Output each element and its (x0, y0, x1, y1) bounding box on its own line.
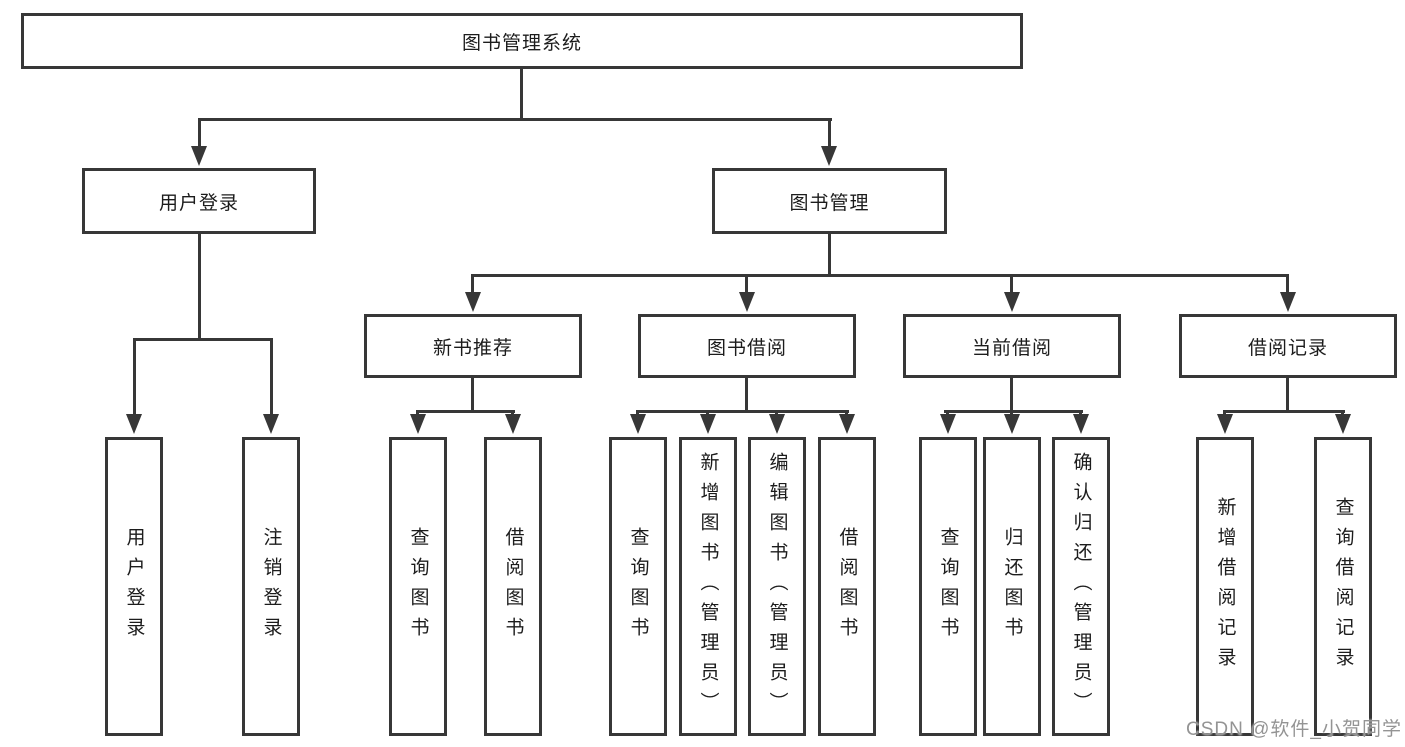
line (828, 234, 831, 274)
leaf-add-borrow-record: 新增借阅记录 (1196, 437, 1254, 736)
node-current-borrowing: 当前借阅 (903, 314, 1121, 378)
leaf-confirm-return-admin-label: 确认归还（管理员） (1070, 451, 1092, 722)
leaf-confirm-return-admin: 确认归还（管理员） (1052, 437, 1110, 736)
node-root-label: 图书管理系统 (461, 32, 582, 54)
line (198, 118, 832, 121)
arrowhead-down-icon (1335, 414, 1351, 434)
node-new-book-recommend-label: 新书推荐 (432, 337, 513, 359)
line (828, 118, 831, 148)
arrowhead-down-icon (700, 414, 716, 434)
line (416, 410, 515, 413)
leaf-query-borrow-record: 查询借阅记录 (1314, 437, 1372, 736)
line (133, 338, 273, 341)
leaf-user-login-label: 用户登录 (123, 526, 145, 647)
line (198, 118, 201, 148)
node-book-borrowing: 图书借阅 (638, 314, 856, 378)
leaf-add-books-admin: 新增图书（管理员） (679, 437, 737, 736)
node-user-login-label: 用户登录 (158, 192, 239, 214)
arrowhead-down-icon (1004, 292, 1020, 312)
node-book-borrowing-label: 图书借阅 (706, 337, 787, 359)
leaf-recommend-borrow-books-label: 借阅图书 (502, 526, 524, 647)
arrowhead-down-icon (410, 414, 426, 434)
node-book-management-label: 图书管理 (789, 192, 870, 214)
arrowhead-down-icon (1280, 292, 1296, 312)
line (133, 338, 136, 416)
line (471, 274, 474, 294)
leaf-current-query-books-label: 查询图书 (937, 526, 959, 647)
arrowhead-down-icon (940, 414, 956, 434)
line (1223, 410, 1345, 413)
arrowhead-down-icon (1004, 414, 1020, 434)
line (1010, 274, 1013, 294)
line (944, 410, 1083, 413)
leaf-add-books-admin-label: 新增图书（管理员） (697, 451, 719, 722)
node-borrow-records-label: 借阅记录 (1247, 337, 1328, 359)
leaf-logout: 注销登录 (242, 437, 300, 736)
leaf-logout-label: 注销登录 (260, 526, 282, 647)
node-current-borrowing-label: 当前借阅 (971, 337, 1052, 359)
arrowhead-down-icon (465, 292, 481, 312)
line (1010, 378, 1013, 410)
leaf-return-books: 归还图书 (983, 437, 1041, 736)
arrowhead-down-icon (1217, 414, 1233, 434)
leaf-borrowing-query-books-label: 查询图书 (627, 526, 649, 647)
line (1286, 274, 1289, 294)
line (1286, 378, 1289, 410)
arrowhead-down-icon (191, 146, 207, 166)
node-root-library-system: 图书管理系统 (21, 13, 1023, 69)
leaf-return-books-label: 归还图书 (1001, 526, 1023, 647)
leaf-current-query-books: 查询图书 (919, 437, 977, 736)
leaf-add-borrow-record-label: 新增借阅记录 (1214, 496, 1236, 677)
line (471, 274, 1289, 277)
leaf-borrowing-borrow-books: 借阅图书 (818, 437, 876, 736)
line (636, 410, 849, 413)
leaf-edit-books-admin-label: 编辑图书（管理员） (766, 451, 788, 722)
node-book-management: 图书管理 (712, 168, 947, 234)
line (471, 378, 474, 410)
leaf-edit-books-admin: 编辑图书（管理员） (748, 437, 806, 736)
line (270, 338, 273, 416)
leaf-recommend-borrow-books: 借阅图书 (484, 437, 542, 736)
line (745, 274, 748, 294)
leaf-borrowing-query-books: 查询图书 (609, 437, 667, 736)
arrowhead-down-icon (1073, 414, 1089, 434)
arrowhead-down-icon (821, 146, 837, 166)
arrowhead-down-icon (263, 414, 279, 434)
arrowhead-down-icon (630, 414, 646, 434)
line (520, 69, 523, 118)
watermark: CSDN @软件_小贺同学 (1186, 719, 1402, 740)
arrowhead-down-icon (126, 414, 142, 434)
leaf-recommend-query-books-label: 查询图书 (407, 526, 429, 647)
arrowhead-down-icon (769, 414, 785, 434)
line (198, 234, 201, 338)
arrowhead-down-icon (505, 414, 521, 434)
line (745, 378, 748, 410)
arrowhead-down-icon (739, 292, 755, 312)
node-new-book-recommend: 新书推荐 (364, 314, 582, 378)
node-borrow-records: 借阅记录 (1179, 314, 1397, 378)
leaf-recommend-query-books: 查询图书 (389, 437, 447, 736)
leaf-query-borrow-record-label: 查询借阅记录 (1332, 496, 1354, 677)
node-user-login: 用户登录 (82, 168, 316, 234)
leaf-user-login: 用户登录 (105, 437, 163, 736)
leaf-borrowing-borrow-books-label: 借阅图书 (836, 526, 858, 647)
arrowhead-down-icon (839, 414, 855, 434)
